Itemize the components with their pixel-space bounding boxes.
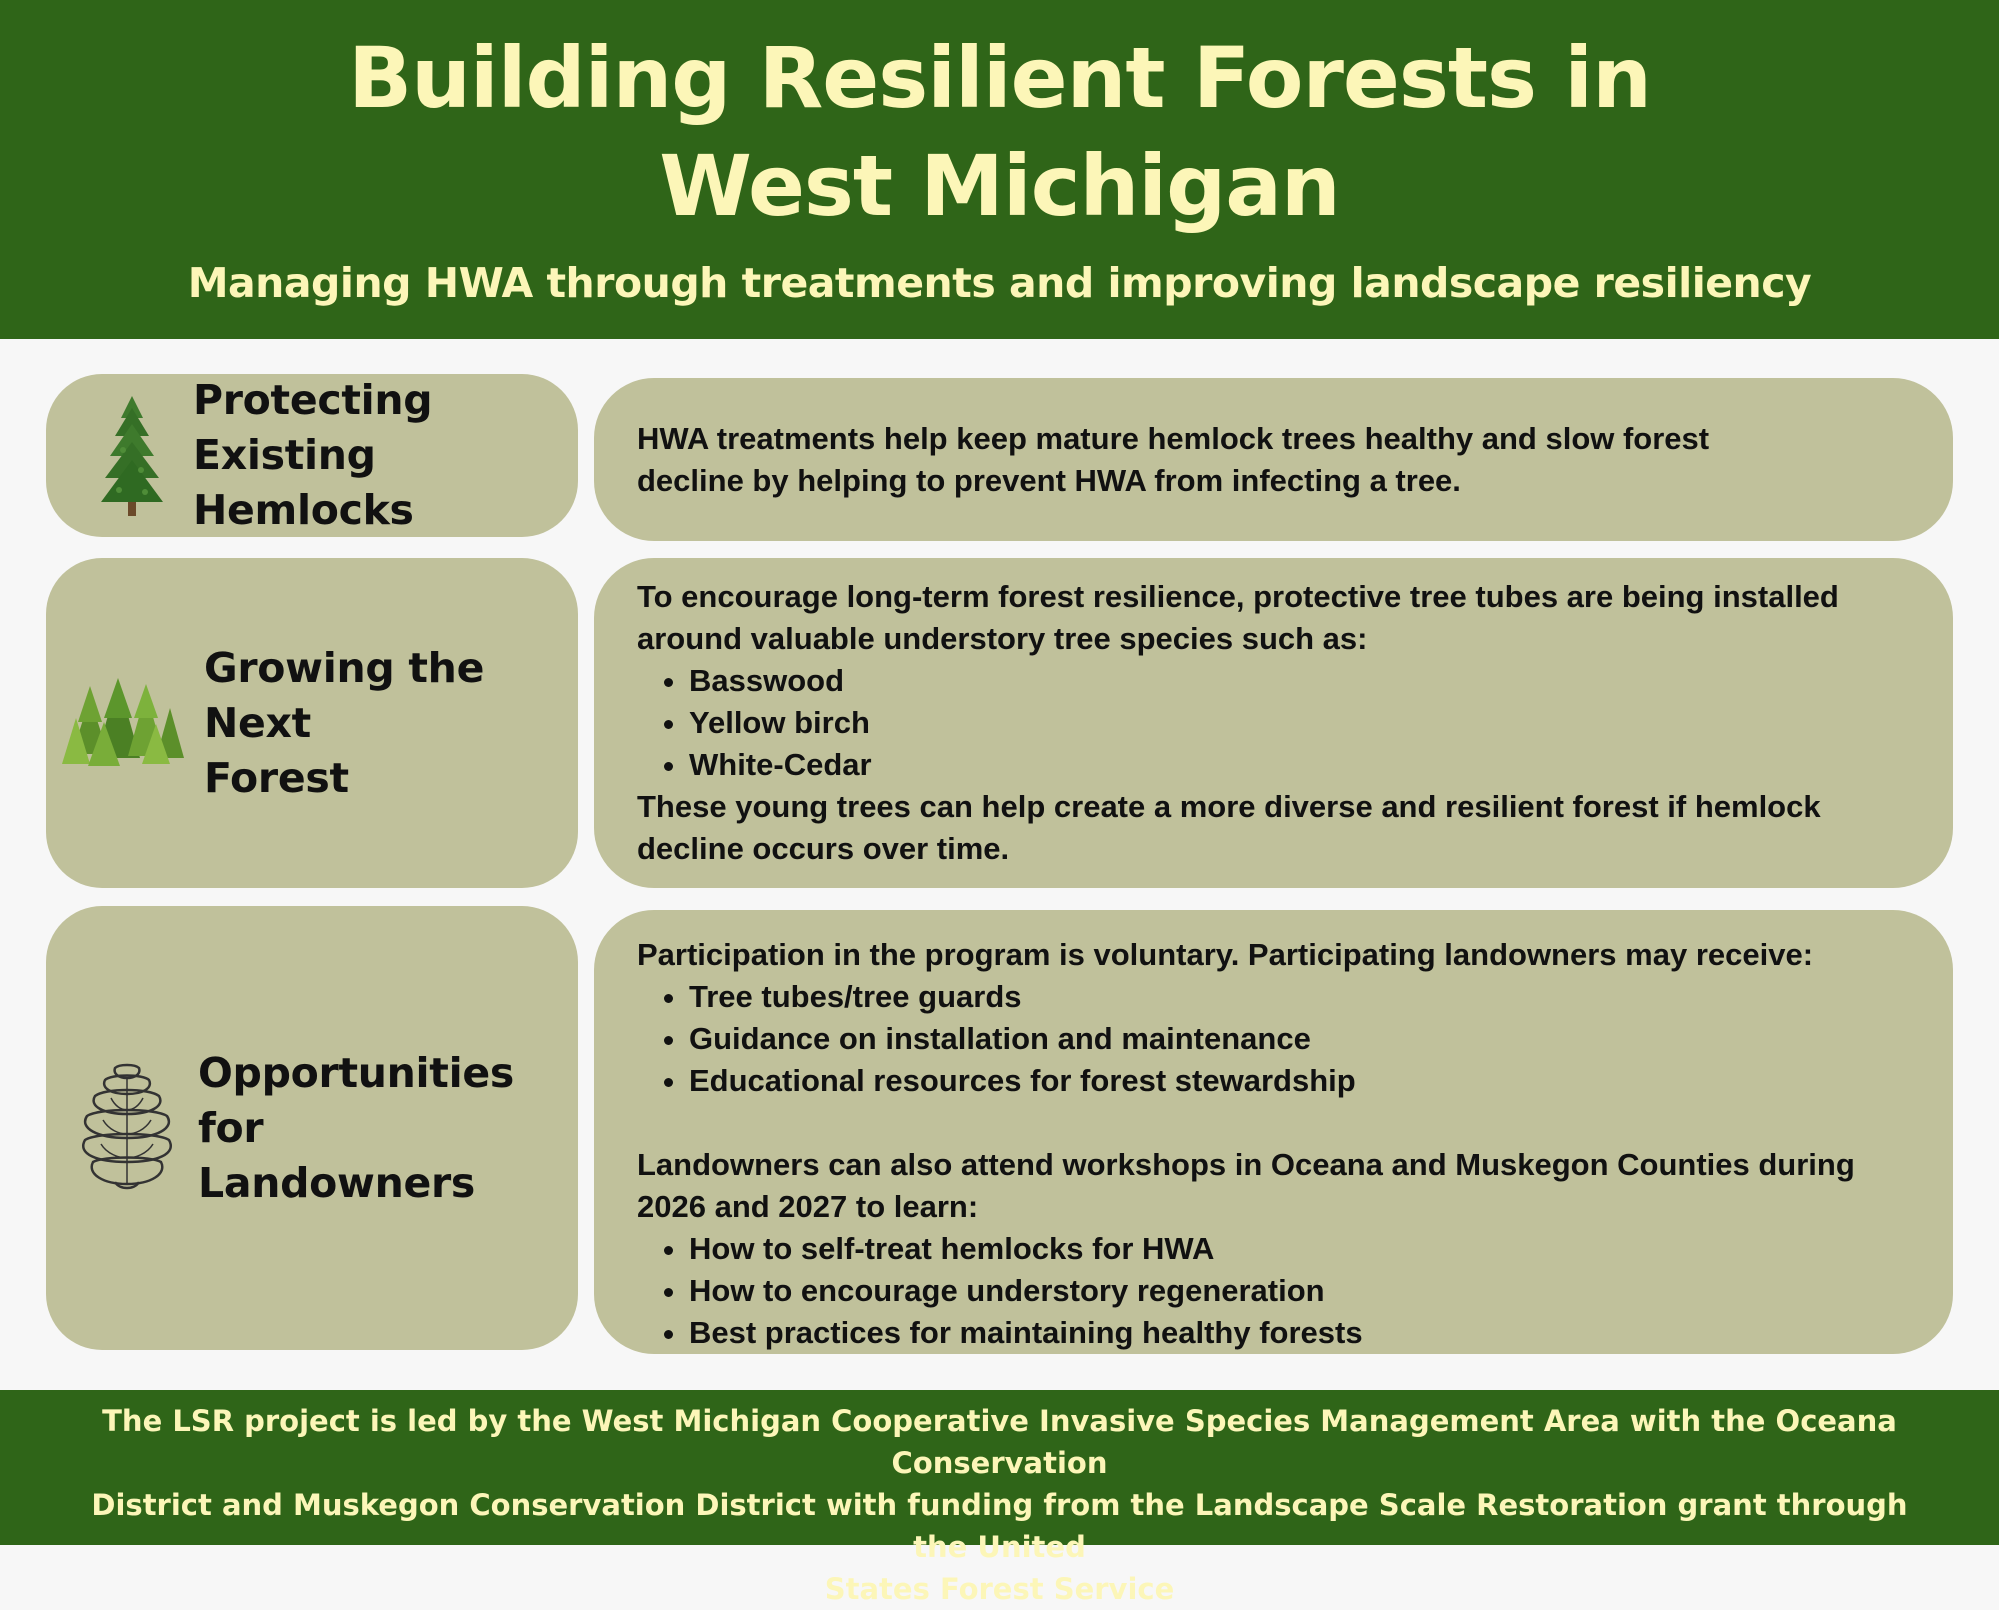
label-card-growing: Growing the Next Forest bbox=[46, 558, 578, 888]
list-item: Basswood bbox=[689, 660, 1913, 702]
page-title: Building Resilient Forests in West Michi… bbox=[0, 0, 1999, 240]
section-label: Growing the Next Forest bbox=[204, 641, 578, 806]
growing-outro-line-2: decline occurs over time. bbox=[637, 831, 1010, 866]
young-trees-icon bbox=[58, 678, 188, 768]
list-item: Tree tubes/tree guards bbox=[689, 976, 1913, 1018]
workshop-line-2: 2026 and 2027 to learn: bbox=[637, 1189, 979, 1224]
benefits-list: Tree tubes/tree guards Guidance on insta… bbox=[637, 976, 1913, 1102]
growing-intro-line-1: To encourage long-term forest resilience… bbox=[637, 579, 1839, 614]
section-label: Opportunities for Landowners bbox=[198, 1046, 578, 1211]
label-line-1: Growing the Next bbox=[204, 643, 485, 747]
page-subtitle: Managing HWA through treatments and impr… bbox=[187, 259, 1812, 307]
content-card-opportunities: Participation in the program is voluntar… bbox=[594, 910, 1953, 1354]
footer-line-1: The LSR project is led by the West Michi… bbox=[102, 1404, 1897, 1480]
protecting-text-line-1: HWA treatments help keep mature hemlock … bbox=[637, 421, 1710, 456]
label-line-2: Landowners bbox=[198, 1158, 475, 1207]
label-card-protecting: Protecting Existing Hemlocks bbox=[46, 374, 578, 537]
opportunities-intro: Participation in the program is voluntar… bbox=[637, 937, 1814, 972]
label-line-2: Forest bbox=[204, 753, 349, 802]
footer-credits: The LSR project is led by the West Michi… bbox=[0, 1390, 1999, 1606]
growing-outro-line-1: These young trees can help create a more… bbox=[637, 789, 1821, 824]
hemlock-tree-icon bbox=[92, 394, 172, 518]
list-item: Educational resources for forest steward… bbox=[689, 1060, 1913, 1102]
footer-line-2: District and Muskegon Conservation Distr… bbox=[91, 1488, 1908, 1564]
title-line-1: Building Resilient Forests in bbox=[348, 29, 1652, 127]
list-item: How to self-treat hemlocks for HWA bbox=[689, 1228, 1913, 1270]
growing-intro-line-2: around valuable understory tree species … bbox=[637, 621, 1368, 656]
topics-list: How to self-treat hemlocks for HWA How t… bbox=[637, 1228, 1913, 1354]
header-banner: Building Resilient Forests in West Michi… bbox=[0, 0, 1999, 339]
list-item: White-Cedar bbox=[689, 744, 1913, 786]
list-item: Yellow birch bbox=[689, 702, 1913, 744]
list-item: Best practices for maintaining healthy f… bbox=[689, 1312, 1913, 1354]
species-list: Basswood Yellow birch White-Cedar bbox=[637, 660, 1913, 786]
list-item: How to encourage understory regeneration bbox=[689, 1270, 1913, 1312]
spacer bbox=[637, 1102, 1913, 1144]
section-label: Protecting Existing Hemlocks bbox=[193, 373, 578, 538]
label-card-opportunities: Opportunities for Landowners bbox=[46, 906, 578, 1350]
footer-line-3: States Forest Service bbox=[824, 1572, 1175, 1606]
label-line-1: Opportunities for bbox=[198, 1048, 514, 1152]
workshop-line-1: Landowners can also attend workshops in … bbox=[637, 1147, 1855, 1182]
content-card-protecting: HWA treatments help keep mature hemlock … bbox=[594, 378, 1953, 541]
content-card-growing: To encourage long-term forest resilience… bbox=[594, 558, 1953, 888]
label-line-2: Hemlocks bbox=[193, 486, 414, 534]
title-line-2: West Michigan bbox=[659, 137, 1340, 235]
protecting-text-line-2: decline by helping to prevent HWA from i… bbox=[637, 463, 1461, 498]
pine-cone-icon bbox=[72, 1062, 182, 1194]
label-line-1: Protecting Existing bbox=[193, 376, 433, 479]
list-item: Guidance on installation and maintenance bbox=[689, 1018, 1913, 1060]
